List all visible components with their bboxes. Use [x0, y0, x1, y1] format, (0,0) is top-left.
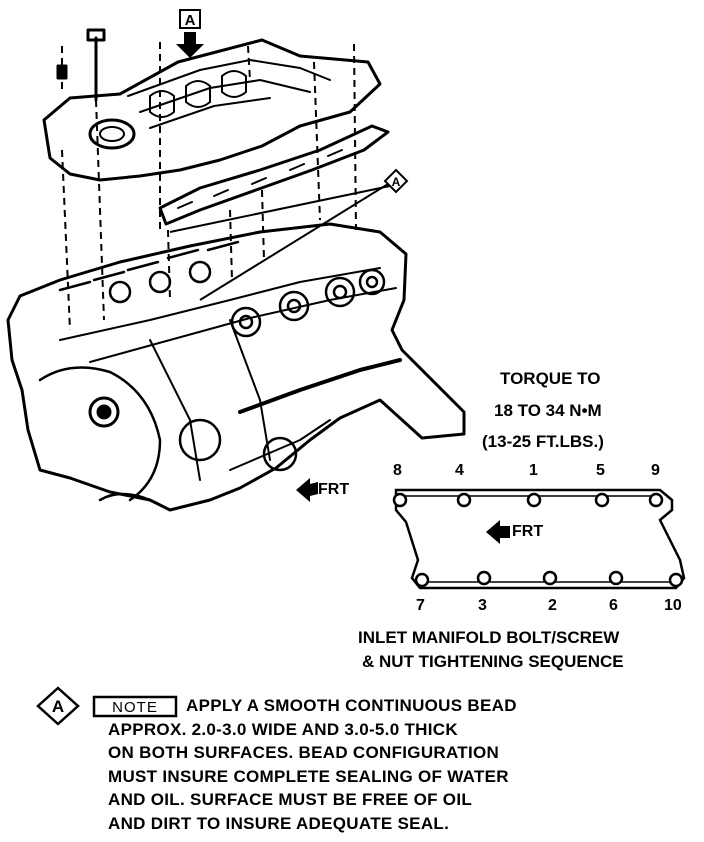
seq-num: 5	[596, 462, 605, 479]
svg-text:A: A	[52, 697, 64, 716]
torque-line-2: 18 TO 34 N•M	[494, 401, 602, 420]
engine-frt-label: FRT	[318, 481, 350, 498]
seq-num: 6	[609, 597, 618, 614]
down-arrow-icon	[176, 32, 204, 58]
bolt-left	[86, 28, 106, 102]
callout-a-top: A	[179, 9, 201, 29]
note-text: APPLY A SMOOTH CONTINUOUS BEAD APPROX. 2…	[108, 694, 517, 835]
note-line: APPROX. 2.0-3.0 WIDE AND 3.0-5.0 THICK	[108, 719, 458, 739]
seq-num: 9	[651, 462, 660, 479]
svg-text:NOTE: NOTE	[112, 699, 158, 716]
seq-num: 4	[455, 462, 464, 479]
bolt-holes	[392, 492, 684, 588]
callout-a-gasket: A	[383, 168, 409, 194]
seq-num: 1	[529, 462, 538, 479]
svg-text:A: A	[185, 12, 196, 29]
seq-num: 2	[548, 597, 557, 614]
svg-text:A: A	[392, 175, 401, 189]
seq-num: 7	[416, 597, 425, 614]
note-callout-a: A	[36, 686, 80, 726]
torque-line-3: (13-25 FT.LBS.)	[482, 432, 604, 451]
sequence-frt-arrow-icon	[486, 520, 510, 544]
manifold-gasket	[158, 124, 390, 226]
engine-block	[6, 222, 466, 512]
sequence-caption-2: & NUT TIGHTENING SEQUENCE	[362, 652, 624, 671]
seq-num: 10	[664, 597, 682, 614]
sequence-caption-1: INLET MANIFOLD BOLT/SCREW	[358, 628, 620, 647]
note-line: AND OIL. SURFACE MUST BE FREE OF OIL	[108, 790, 473, 809]
seq-num: 3	[478, 597, 487, 614]
torque-line-1: TORQUE TO	[500, 369, 601, 388]
note-badge: NOTE	[92, 695, 178, 718]
engine-frt-arrow-icon	[296, 478, 318, 502]
sequence-frt-label: FRT	[512, 523, 544, 540]
note-line: APPLY A SMOOTH CONTINUOUS BEAD	[186, 696, 517, 715]
inlet-manifold	[42, 38, 382, 182]
seq-num: 8	[393, 462, 402, 479]
note-line: AND DIRT TO INSURE ADEQUATE SEAL.	[108, 813, 450, 833]
note-line: MUST INSURE COMPLETE SEALING OF WATER	[108, 766, 509, 786]
note-line: ON BOTH SURFACES. BEAD CONFIGURATION	[108, 743, 500, 762]
